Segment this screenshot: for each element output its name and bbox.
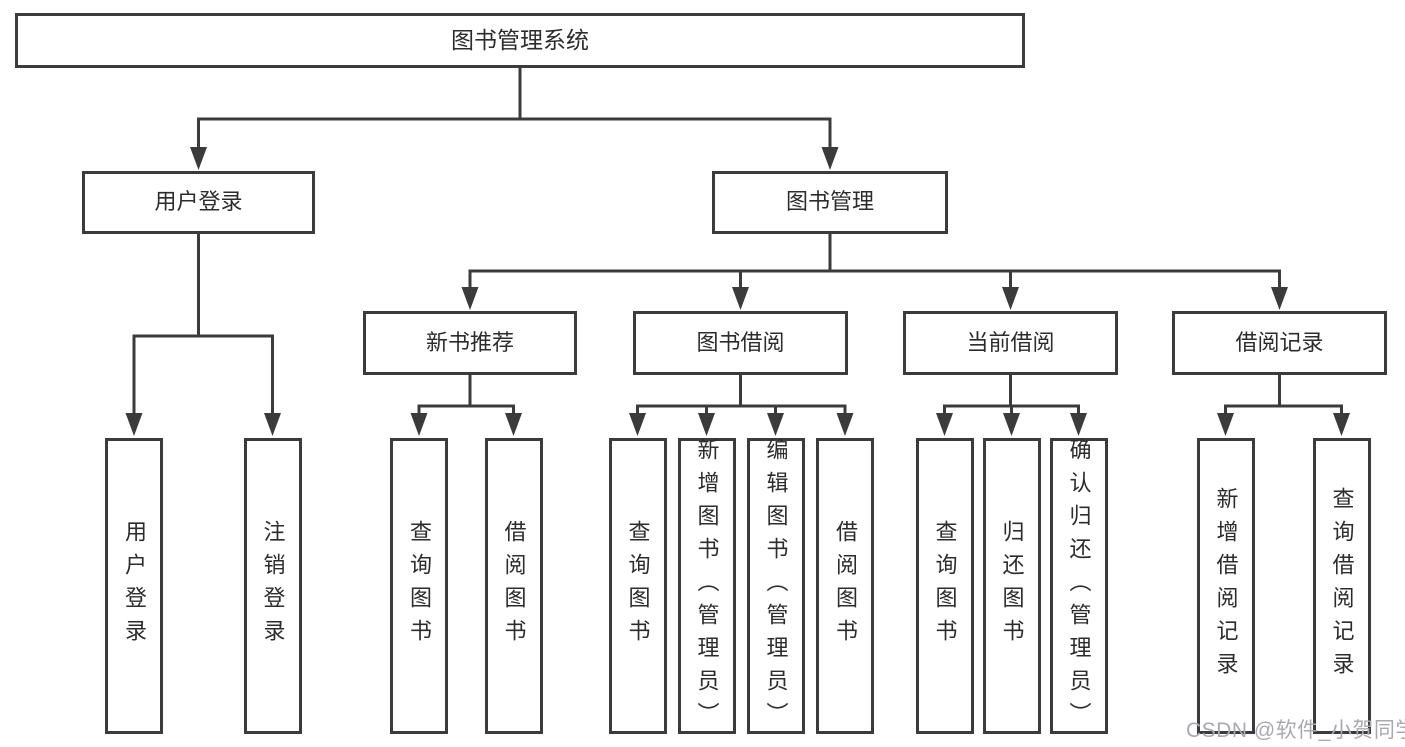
node-book-borrowing: 图书借阅 [633, 311, 848, 375]
leaf-query-borrow-record: 查询借阅记录 [1312, 438, 1371, 734]
node-root-label: 图书管理系统 [451, 26, 589, 53]
node-new-book-recommend: 新书推荐 [363, 311, 577, 375]
node-current-borrowing-label: 当前借阅 [966, 329, 1055, 355]
leaf-confirm-return-admin-label: 确认归还（管理员） [1066, 437, 1092, 735]
leaf-query-books-borrowing: 查询图书 [608, 438, 667, 734]
leaf-logout-login-label: 注销登录 [260, 520, 286, 652]
leaf-query-books-recommend-label: 查询图书 [407, 520, 432, 652]
leaf-borrow-books-recommend-label: 借阅图书 [501, 520, 527, 652]
node-root: 图书管理系统 [15, 13, 1025, 68]
node-user-login-label: 用户登录 [154, 189, 243, 215]
arrowheads [125, 147, 1350, 436]
node-user-login: 用户登录 [82, 171, 315, 234]
node-book-borrowing-label: 图书借阅 [696, 329, 785, 355]
leaf-edit-book-admin: 编辑图书（管理员） [746, 437, 805, 735]
leaf-query-books-current-label: 查询图书 [932, 520, 958, 652]
leaf-add-book-admin-label: 新增图书（管理员） [694, 437, 720, 735]
node-borrowing-records: 借阅记录 [1172, 311, 1387, 375]
leaf-borrow-books-label: 借阅图书 [833, 520, 858, 652]
leaf-query-books-borrowing-label: 查询图书 [625, 520, 651, 652]
node-new-book-recommend-label: 新书推荐 [425, 329, 514, 355]
csdn-watermark: CSDN @软件_小贺同学 [1186, 719, 1405, 742]
leaf-query-books-current: 查询图书 [915, 438, 974, 734]
leaf-query-borrow-record-label: 查询借阅记录 [1329, 487, 1355, 685]
leaf-edit-book-admin-label: 编辑图书（管理员） [763, 437, 789, 735]
leaf-borrow-books: 借阅图书 [816, 438, 874, 734]
leaf-return-books: 归还图书 [982, 438, 1041, 734]
leaf-user-login: 用户登录 [105, 438, 163, 734]
leaf-confirm-return-admin: 确认归还（管理员） [1049, 437, 1108, 735]
node-book-management-label: 图书管理 [785, 189, 874, 215]
leaf-logout-login: 注销登录 [243, 438, 302, 734]
node-current-borrowing: 当前借阅 [903, 311, 1118, 375]
leaf-user-login-label: 用户登录 [122, 520, 147, 652]
leaf-return-books-label: 归还图书 [999, 520, 1025, 652]
node-borrowing-records-label: 借阅记录 [1235, 329, 1324, 355]
leaf-add-borrow-record-label: 新增借阅记录 [1213, 487, 1239, 685]
leaf-add-borrow-record: 新增借阅记录 [1196, 438, 1255, 734]
leaf-query-books-recommend: 查询图书 [390, 438, 448, 734]
node-book-management: 图书管理 [712, 171, 948, 234]
leaf-borrow-books-recommend: 借阅图书 [484, 438, 543, 734]
leaf-add-book-admin: 新增图书（管理员） [677, 437, 736, 735]
